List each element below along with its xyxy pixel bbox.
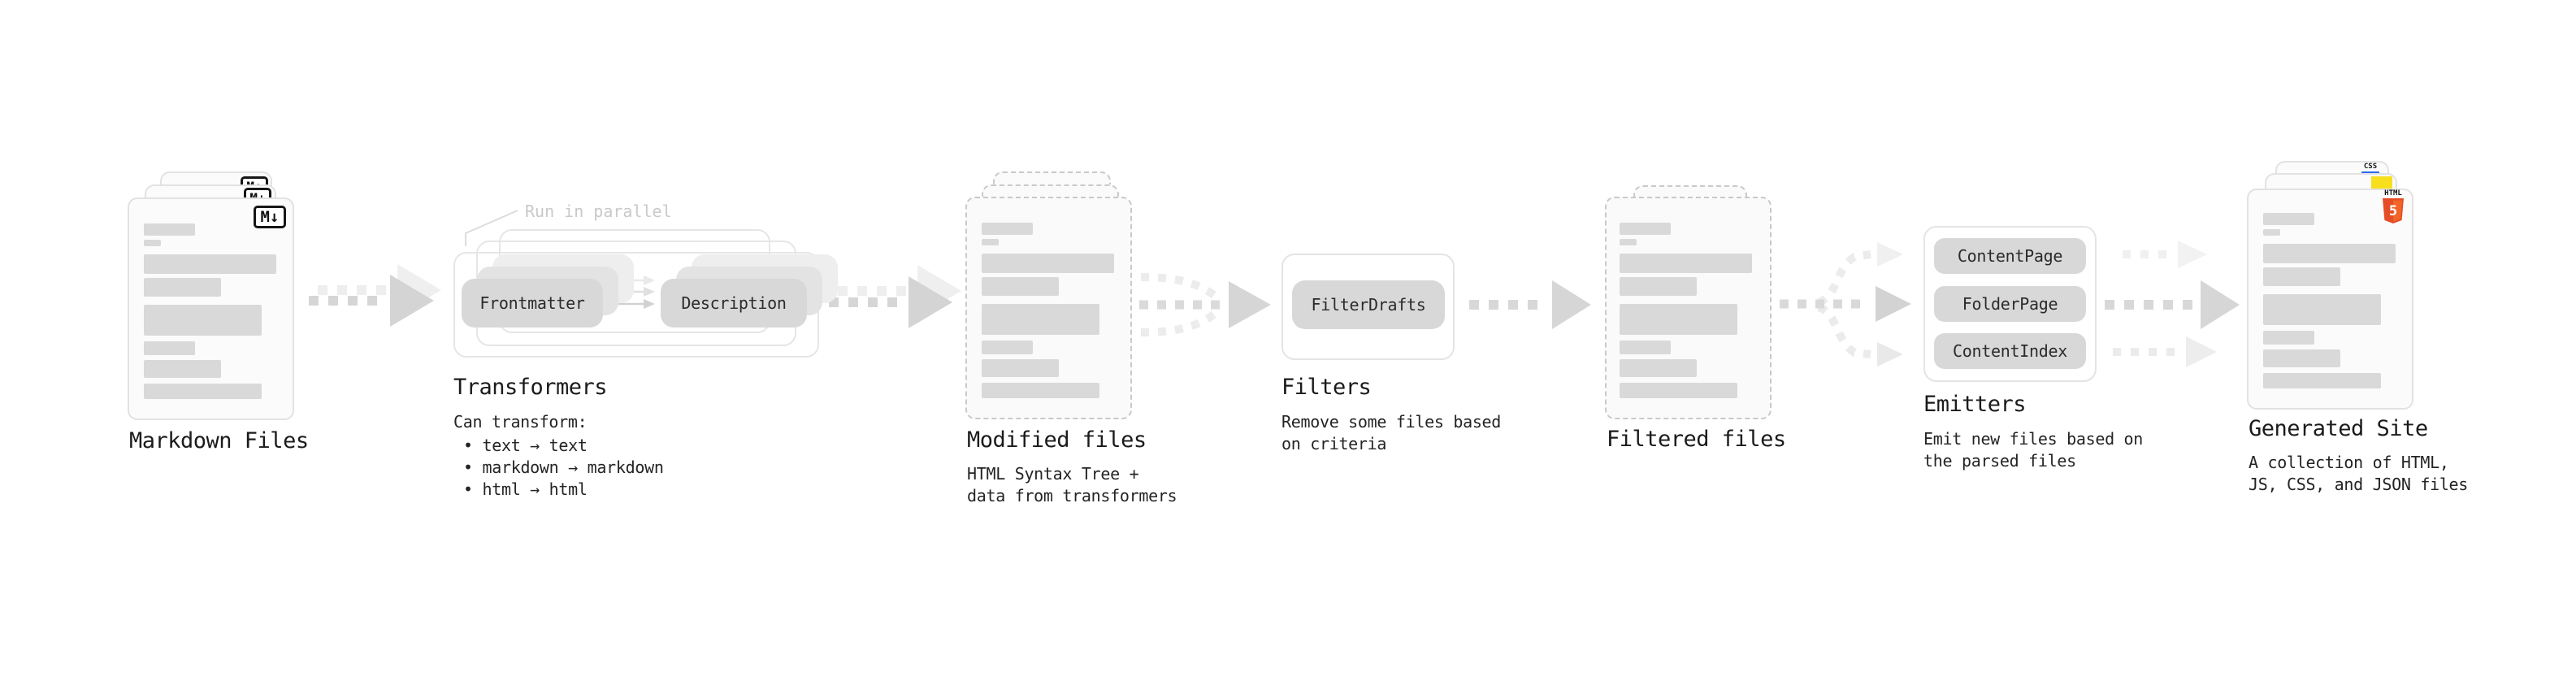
transformers-desc-line: • markdown → markdown [463, 458, 664, 477]
emitters-desc-line: Emit new files based on [1923, 429, 2144, 449]
css-icon-text: CSS [2363, 163, 2378, 171]
placeholder-text-bar [2263, 267, 2340, 286]
placeholder-text-bar [2263, 213, 2314, 225]
filters-desc-line: Remove some files based [1281, 412, 1502, 432]
filtered-files-label: Filtered files [1607, 427, 1786, 452]
modified-files-label: Modified files [967, 427, 1147, 453]
transformers-desc-line: • text → text [463, 436, 588, 455]
modified-files-desc-line: HTML Syntax Tree + [967, 464, 1139, 484]
placeholder-text-bar [1620, 254, 1752, 273]
transformers-desc-line: • html → html [463, 479, 588, 499]
placeholder-text-bar [144, 341, 195, 355]
placeholder-text-bar [144, 254, 276, 274]
emitters-title: Emitters [1923, 392, 2027, 417]
generated-site-label: Generated Site [2249, 416, 2428, 441]
placeholder-text-bar [982, 359, 1059, 377]
placeholder-text-bar [982, 304, 1099, 335]
file-content-bars [144, 223, 276, 399]
description-pill: Description [661, 279, 807, 327]
arrow-transformers-to-modified [829, 265, 961, 328]
placeholder-text-bar [144, 223, 195, 236]
file-content-bars [982, 223, 1114, 398]
markdown-files-label: Markdown Files [129, 428, 309, 453]
placeholder-text-bar [1620, 223, 1671, 235]
placeholder-text-bar [982, 239, 999, 245]
placeholder-text-bar [2263, 349, 2340, 367]
filterdrafts-pill: FilterDrafts [1292, 280, 1445, 329]
markdown-icon: M↓ [254, 206, 286, 228]
placeholder-text-bar [1620, 304, 1737, 335]
placeholder-text-bar [982, 277, 1059, 296]
placeholder-text-bar [1620, 277, 1697, 296]
placeholder-text-bar [982, 254, 1114, 273]
placeholder-text-bar [2263, 331, 2314, 345]
generated-site-desc-line: JS, CSS, and JSON files [2249, 475, 2469, 494]
placeholder-text-bar [2263, 373, 2381, 388]
placeholder-text-bar [982, 340, 1033, 354]
placeholder-text-bar [1620, 383, 1737, 398]
placeholder-text-bar [2263, 229, 2280, 236]
svg-text:5: 5 [2389, 203, 2397, 219]
file-content-bars [2263, 213, 2396, 388]
transformers-title: Transformers [453, 375, 608, 400]
arrow-modified-to-filters [1139, 273, 1271, 336]
arrow-filters-to-filtered [1469, 280, 1591, 329]
modified-files-desc-line: data from transformers [967, 486, 1177, 505]
placeholder-text-bar [1620, 340, 1671, 354]
placeholder-text-bar [144, 305, 262, 336]
placeholder-text-bar [144, 278, 221, 297]
arrow-emitters-to-generated [2105, 241, 2240, 367]
placeholder-text-bar [982, 383, 1099, 398]
html5-icon: HTML 5 [2379, 190, 2407, 228]
folderpage-pill: FolderPage [1934, 286, 2086, 322]
placeholder-text-bar [2263, 244, 2396, 263]
placeholder-text-bar [982, 223, 1033, 235]
filters-desc-line: on criteria [1281, 434, 1387, 453]
javascript-icon [2371, 176, 2392, 189]
filters-title: Filters [1281, 375, 1372, 400]
placeholder-text-bar [2263, 294, 2381, 325]
placeholder-text-bar [144, 384, 262, 399]
contentindex-pill: ContentIndex [1934, 333, 2086, 369]
file-content-bars [1620, 223, 1752, 398]
emitters-desc-line: the parsed files [1923, 451, 2076, 471]
arrow-markdown-to-transformers [309, 264, 441, 327]
frontmatter-pill: Frontmatter [462, 279, 603, 327]
html5-icon-text: HTML [2384, 189, 2402, 197]
arrow-filtered-to-emitters [1780, 242, 1911, 367]
html5-shield: 5 [2383, 198, 2404, 223]
placeholder-text-bar [1620, 239, 1637, 245]
generated-site-desc-line: A collection of HTML, [2249, 453, 2449, 472]
placeholder-text-bar [144, 360, 221, 378]
placeholder-text-bar [1620, 359, 1697, 377]
run-in-parallel-note: Run in parallel [525, 202, 672, 221]
transformers-desc-line: Can transform: [453, 412, 588, 432]
contentpage-pill: ContentPage [1934, 238, 2086, 274]
placeholder-text-bar [144, 240, 161, 246]
